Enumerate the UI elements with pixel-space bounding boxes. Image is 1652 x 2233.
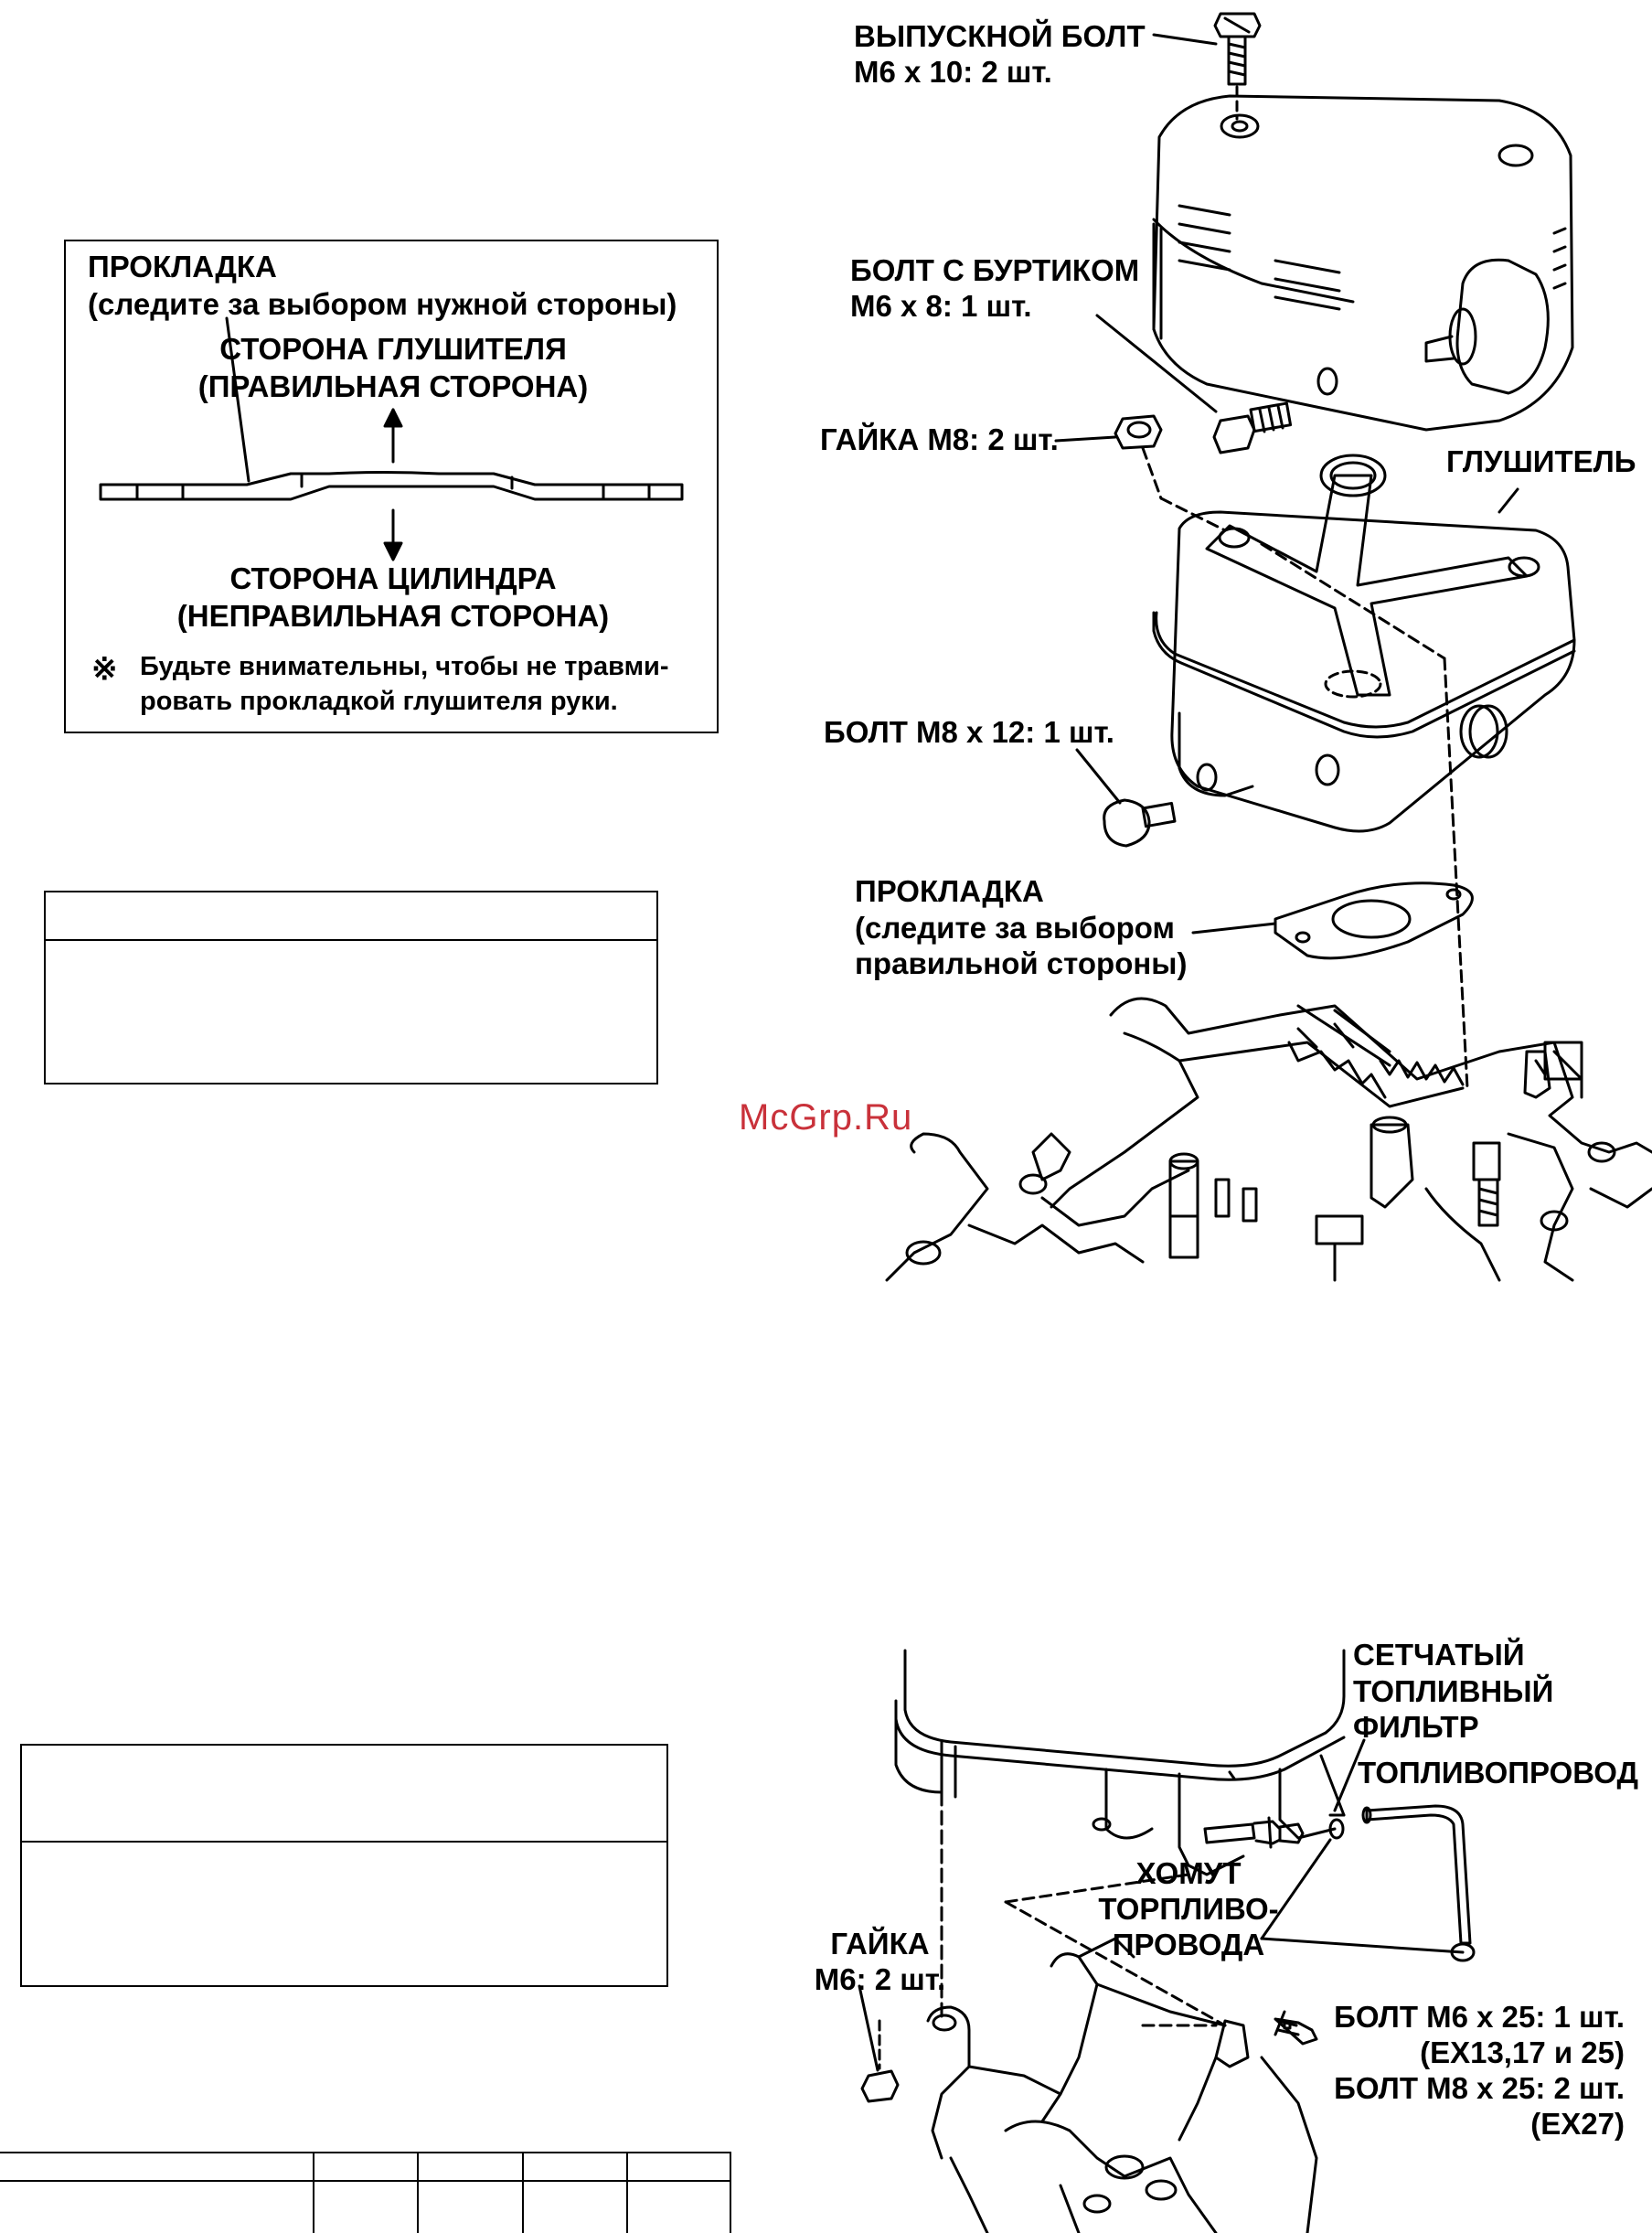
fuel-strainer-label-1: СЕТЧАТЫЙ xyxy=(1353,1638,1525,1672)
gasket-cross-section xyxy=(99,316,684,561)
nut-m6-spec: М6: 2 шт. xyxy=(814,1962,946,1996)
watermark: McGrp.Ru xyxy=(739,1097,913,1138)
cylinder-side-note: (НЕПРАВИЛЬНАЯ СТОРОНА) xyxy=(176,599,610,633)
muffler-side-note: (ПРАВИЛЬНАЯ СТОРОНА) xyxy=(197,369,589,403)
bolt-m6x25-label: БОЛТ М6 х 25: 1 шт. xyxy=(1334,2000,1625,2034)
fuel-line-clamp-label-1: ХОМУТ xyxy=(1135,1856,1242,1890)
bolt-m6x25-models: (EX13,17 и 25) xyxy=(1420,2035,1625,2069)
warning-line-2: ровать прокладкой глушителя руки. xyxy=(140,687,618,716)
empty-note-box-2-divider xyxy=(20,1841,668,1843)
flange-bolt-spec: М6 х 8: 1 шт. xyxy=(850,289,1032,323)
empty-table-col-3 xyxy=(522,2152,524,2233)
muffler-label: ГЛУШИТЕЛЬ xyxy=(1446,444,1636,478)
bolt-m8x25-label: БОЛТ М8 х 25: 2 шт. xyxy=(1334,2071,1625,2105)
gasket-note-2: правильной стороны) xyxy=(855,946,1188,980)
empty-table-col-4 xyxy=(626,2152,628,2233)
bolt-m8x12-label: БОЛТ М8 х 12: 1 шт. xyxy=(824,715,1114,749)
empty-table-col-2 xyxy=(417,2152,419,2233)
empty-table-row-divider xyxy=(0,2180,731,2182)
exhaust-bolt-spec: М6 х 10: 2 шт. xyxy=(854,55,1052,89)
nut-m8-label: ГАЙКА М8: 2 шт. xyxy=(820,422,1059,456)
fuel-line-clamp-label-2: ТОРПЛИВО- xyxy=(1098,1892,1279,1926)
exhaust-bolt-label: ВЫПУСКНОЙ БОЛТ xyxy=(854,19,1146,53)
empty-table-col-1 xyxy=(313,2152,314,2233)
nut-m6-label: ГАЙКА xyxy=(830,1927,930,1961)
gasket-subtitle: (следите за выбором нужной стороны) xyxy=(88,287,677,321)
fuel-strainer-label-2: ТОПЛИВНЫЙ xyxy=(1353,1674,1554,1708)
gasket-title: ПРОКЛАДКА xyxy=(88,250,277,283)
muffler-exploded-view xyxy=(885,12,1652,1282)
empty-note-box-2 xyxy=(20,1744,668,1987)
muffler-side-label: СТОРОНА ГЛУШИТЕЛЯ xyxy=(219,332,567,366)
fuel-strainer-label-3: ФИЛЬТР xyxy=(1353,1710,1479,1744)
empty-note-box-1-divider xyxy=(44,939,658,941)
gasket-orientation-box xyxy=(64,240,719,733)
empty-note-box-1 xyxy=(44,891,658,1084)
fuel-line-label: ТОПЛИВОПРОВОД xyxy=(1358,1756,1638,1790)
flange-bolt-label: БОЛТ С БУРТИКОМ xyxy=(850,253,1140,287)
fuel-strainer-exploded-view xyxy=(858,1649,1476,2233)
gasket-note-1: (следите за выбором xyxy=(855,911,1175,945)
gasket-label: ПРОКЛАДКА xyxy=(855,874,1044,908)
bolt-m8x25-models: (EX27) xyxy=(1530,2107,1625,2141)
empty-table xyxy=(0,2152,731,2233)
warning-line-1: Будьте внимательны, чтобы не травми- xyxy=(140,652,669,681)
fuel-line-clamp-label-3: ПРОВОДА xyxy=(1112,1928,1265,1961)
cylinder-side-label: СТОРОНА ЦИЛИНДРА xyxy=(229,561,557,595)
warning-mark: ※ xyxy=(91,652,118,687)
